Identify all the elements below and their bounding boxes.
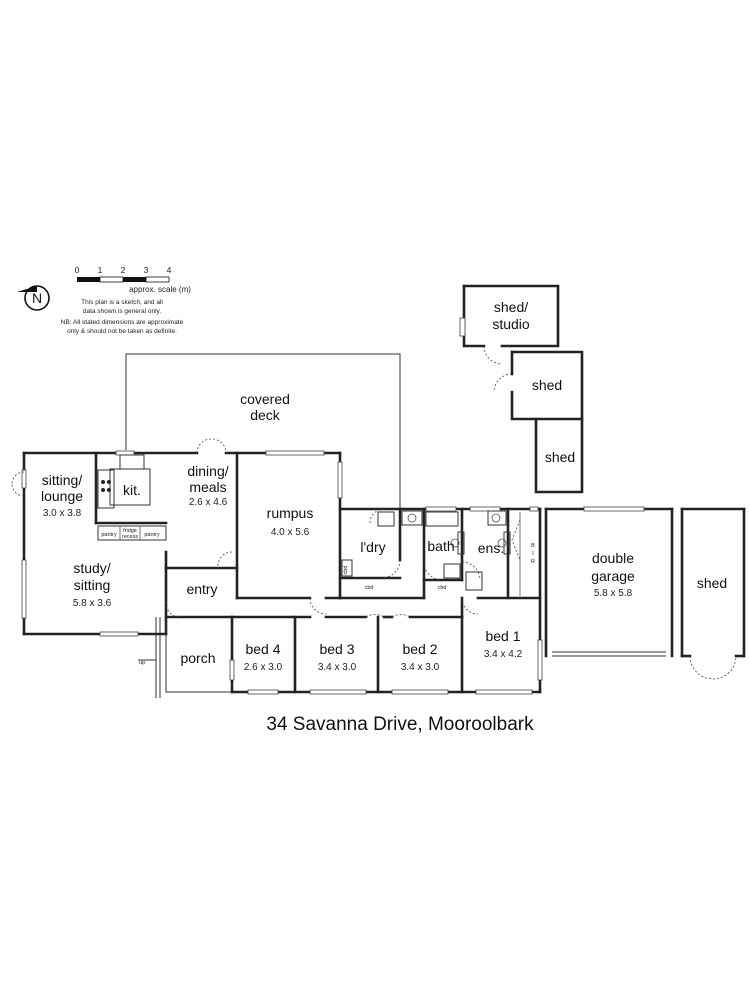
cbd-laundry-label: cbd	[365, 585, 374, 591]
compass-letter: N	[32, 290, 42, 306]
dimension-note-line2: only & should not be taken as definite.	[67, 328, 177, 335]
bed3-label: bed 3	[319, 641, 354, 657]
bir-label-b: B	[531, 543, 535, 549]
scale-tick-3: 3	[144, 265, 149, 275]
scale-tick-4: 4	[167, 265, 172, 275]
kitchen-label: kit.	[123, 482, 141, 498]
sketch-note-line1: This plan is a sketch, and all	[81, 299, 163, 306]
shed-studio-label-line2: studio	[492, 316, 530, 332]
pantry-left-label: pantry	[101, 532, 117, 538]
rumpus-dimensions: 4.0 x 5.6	[271, 527, 310, 538]
garage-dimensions: 5.8 x 5.8	[594, 588, 633, 599]
scale-segment	[145, 276, 170, 283]
porch-label: porch	[180, 650, 215, 666]
cbd-bath-label: cbd	[438, 585, 447, 591]
study-dimensions: 5.8 x 3.6	[73, 598, 112, 609]
fridge-label-line2: recess	[122, 534, 138, 540]
shed-a-label: shed	[532, 377, 562, 393]
scale-segment	[99, 276, 124, 283]
bed2-label: bed 2	[402, 641, 437, 657]
dining-label-line2: meals	[189, 479, 226, 495]
scale-tick-1: 1	[98, 265, 103, 275]
dining-label-line1: dining/	[187, 463, 228, 479]
study-label-line1: study/	[73, 560, 110, 576]
cbd-laundry-side-label: cbd	[343, 566, 349, 575]
up-label: up	[139, 660, 145, 666]
bed3-dimensions: 3.4 x 3.0	[318, 662, 357, 673]
scale-label: approx. scale (m)	[129, 285, 191, 294]
bed1-dimensions: 3.4 x 4.2	[484, 649, 523, 660]
dining-dimensions: 2.6 x 4.6	[189, 497, 228, 508]
shed-studio-label-line1: shed/	[494, 299, 528, 315]
fixture-labels: pantry fridge recess pantry cbd cbd cbd …	[101, 528, 535, 666]
bed4-label: bed 4	[245, 641, 280, 657]
kitchen-fixtures	[97, 454, 167, 541]
bed4-dimensions: 2.6 x 3.0	[244, 662, 283, 673]
scale-segment	[77, 277, 100, 282]
garage-label-line2: garage	[591, 568, 635, 584]
fridge-label-line1: fridge	[123, 528, 137, 534]
north-compass-icon: N	[17, 285, 50, 311]
bir-robe	[511, 512, 521, 596]
garage-label-line1: double	[592, 550, 634, 566]
shed-outbuilding-b	[534, 417, 584, 494]
laundry-label: l'dry	[360, 539, 385, 555]
windows	[21, 450, 645, 695]
room-labels: covered deck sitting/ lounge 3.0 x 3.8 k…	[41, 299, 727, 673]
covered-deck-outline	[125, 353, 401, 512]
scale-segment	[123, 277, 146, 282]
scale-tick-2: 2	[121, 265, 126, 275]
shed-b-label: shed	[545, 449, 575, 465]
scale-bar: 0 1 2 3 4 approx. scale (m) This plan is…	[61, 265, 191, 335]
bed2-dimensions: 3.4 x 3.0	[401, 662, 440, 673]
sitting-label-line1: sitting/	[42, 472, 83, 488]
shed-c-label: shed	[697, 575, 727, 591]
sitting-label-line2: lounge	[41, 488, 83, 504]
ensuite-label: ens.	[478, 540, 504, 556]
covered-deck-label-line1: covered	[240, 391, 290, 407]
bath-label: bath	[427, 538, 454, 554]
bir-label-r: R	[531, 559, 535, 565]
covered-deck-label-line2: deck	[250, 407, 281, 423]
scale-tick-0: 0	[75, 265, 80, 275]
garage-walls	[544, 507, 746, 680]
sketch-note-line2: data shown is general only.	[83, 308, 161, 315]
bed1-label: bed 1	[485, 628, 520, 644]
dimension-note-line1: NB: All stated dimensions are approximat…	[61, 319, 184, 326]
entry-label: entry	[186, 581, 217, 597]
bir-label-i: I	[532, 551, 534, 557]
pantry-right-label: pantry	[144, 532, 160, 538]
shed-studio	[459, 284, 560, 365]
sitting-dimensions: 3.0 x 3.8	[43, 508, 82, 519]
door-swings	[11, 438, 481, 618]
property-address: 34 Savanna Drive, Mooroolbark	[266, 714, 534, 735]
wet-area-fixtures	[341, 510, 511, 591]
rumpus-label: rumpus	[267, 505, 314, 521]
study-label-line2: sitting	[74, 577, 111, 593]
